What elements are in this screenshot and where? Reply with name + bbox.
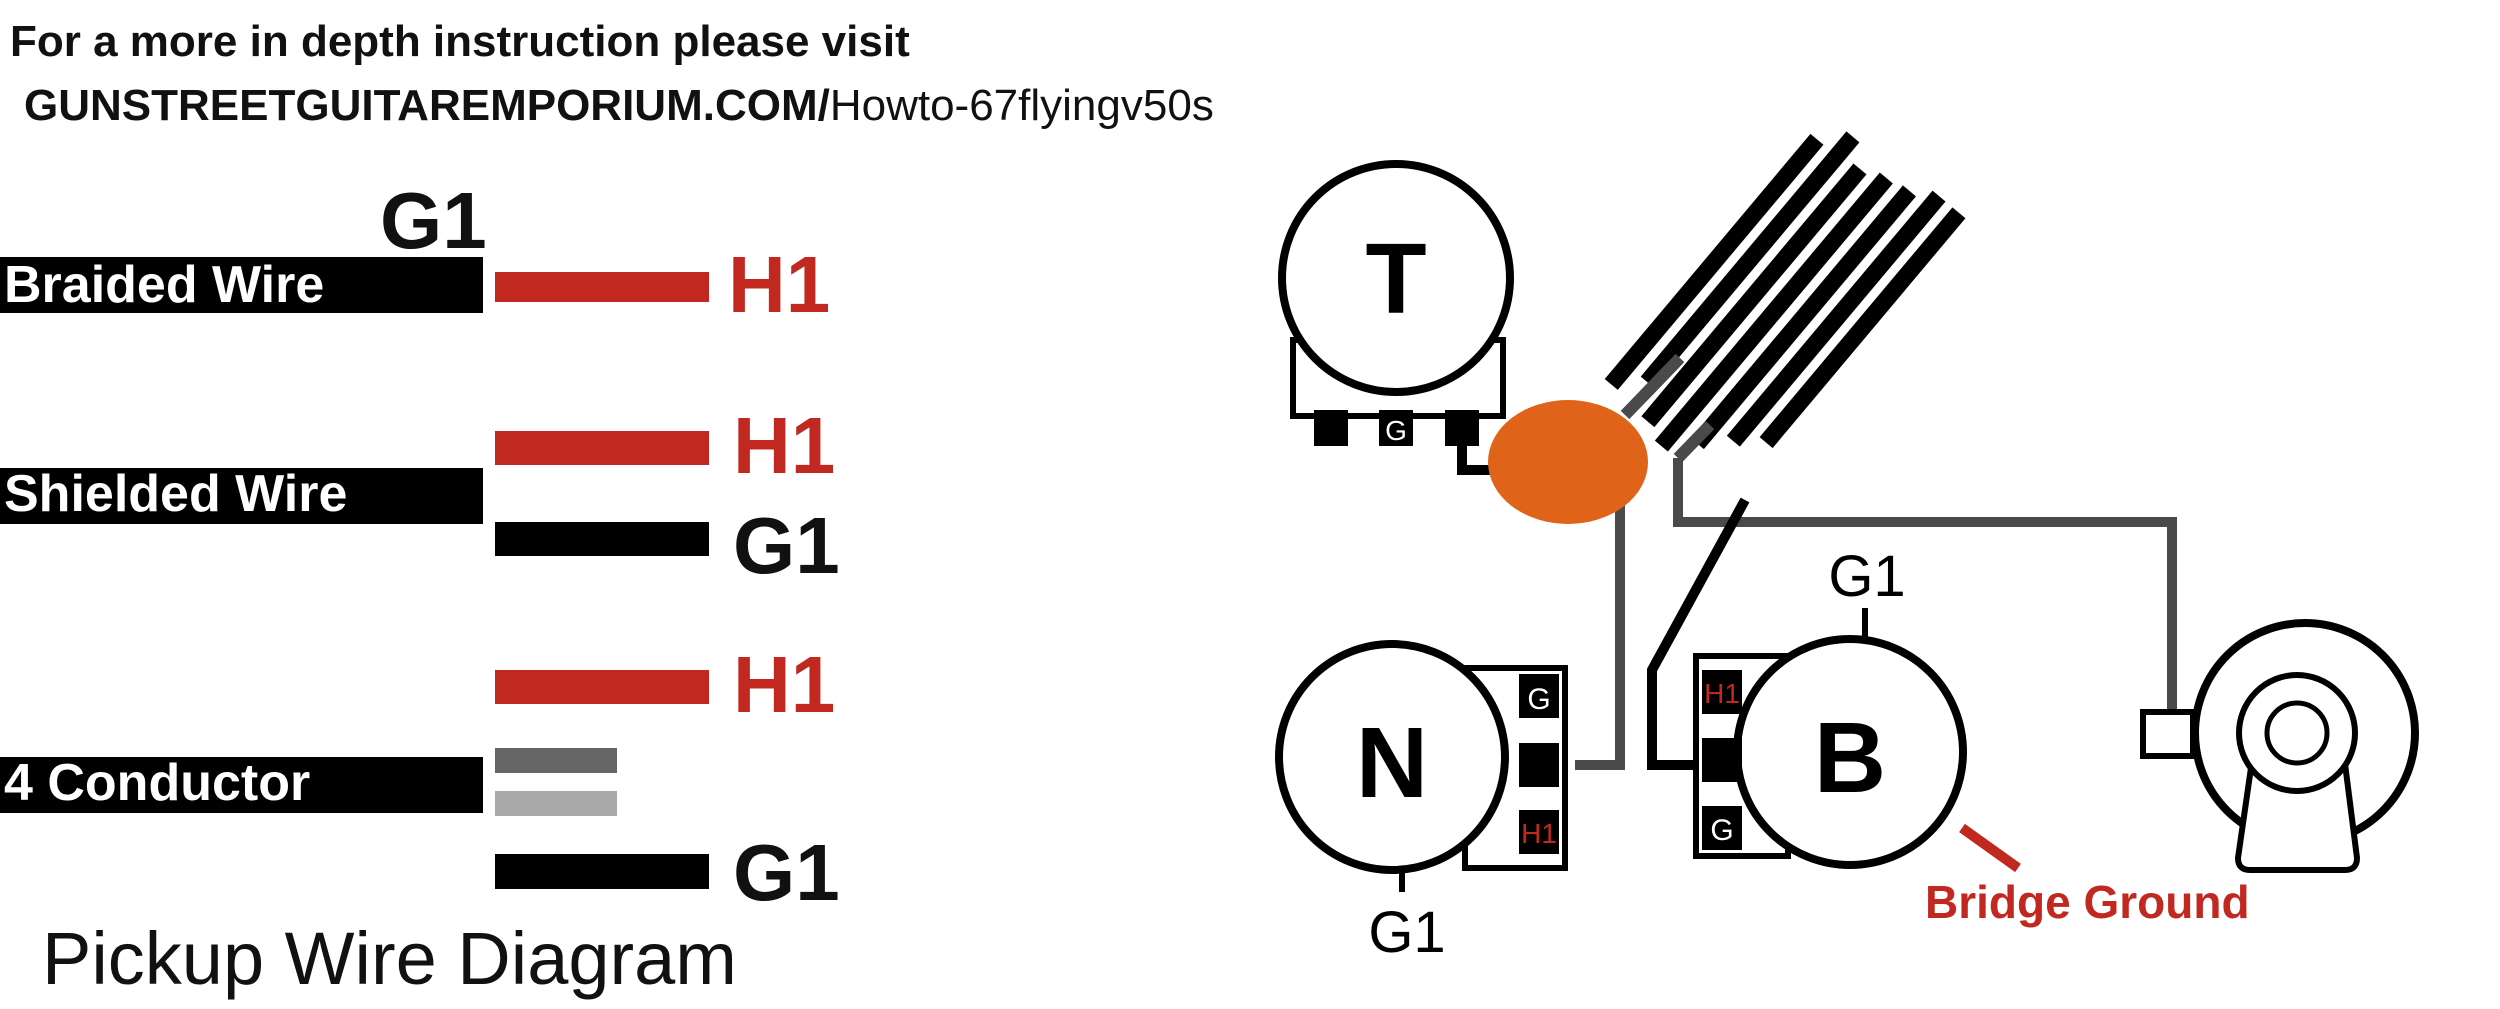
bridge-hot-wire xyxy=(1647,497,1750,770)
header-line: For a more in depth instruction please v… xyxy=(10,17,910,66)
wire-legend: G1 Braided Wire H1 Shielded Wire H1 G1 H… xyxy=(0,176,840,1000)
neck-ground-lug xyxy=(1519,674,1559,718)
wire-name: 4 Conductor xyxy=(4,754,310,812)
hot-wire xyxy=(495,670,709,704)
tone-pot-label: T xyxy=(1365,223,1426,335)
bridge-pickup: B H1 G G1 xyxy=(1693,544,1967,869)
ground-wire xyxy=(495,522,709,556)
ground-label: G1 xyxy=(733,828,840,917)
conductor-dark xyxy=(495,748,617,773)
bridge-hot-lug-label: H1 xyxy=(1704,678,1740,709)
capacitor-stripe xyxy=(1759,207,1966,449)
hot-wire xyxy=(495,431,709,465)
pot-knob xyxy=(1278,160,1514,396)
neck-center-lug xyxy=(1519,743,1559,787)
pot-lug-ground xyxy=(1379,410,1413,446)
pot-lug-ground-label: G xyxy=(1385,415,1407,446)
legend-ground-label: G1 xyxy=(380,176,487,265)
header-url-site: GUNSTREETGUITAREMPORIUM.COM/ xyxy=(24,81,830,130)
output-jack-wire xyxy=(1673,458,2177,722)
bridge-ground-label: Bridge Ground xyxy=(1925,876,2250,928)
header-url-path: Howto-67flyingv50s xyxy=(830,81,1214,130)
diagram-title: Pickup Wire Diagram xyxy=(42,917,737,1000)
capacitor-lead xyxy=(1673,420,1715,463)
bridge-pickup-label: B xyxy=(1814,702,1886,814)
pot-lug-left xyxy=(1314,410,1348,446)
wire-jacket xyxy=(0,757,483,813)
bridge-hot-lug xyxy=(1702,670,1742,714)
pot-lug-right xyxy=(1445,410,1479,446)
bridge-ground-wire xyxy=(1959,823,2021,873)
neck-pickup: N G H1 G1 xyxy=(1275,640,1568,965)
output-jack xyxy=(2140,619,2419,873)
bridge-ground-lug xyxy=(1702,806,1742,850)
wire-jacket xyxy=(0,257,483,313)
wire-name: Shielded Wire xyxy=(4,465,347,523)
neck-pickup-label: N xyxy=(1356,707,1428,819)
ground-wire xyxy=(495,854,709,889)
legend-row-shielded: Shielded Wire H1 G1 xyxy=(0,401,840,590)
capacitor-stripe xyxy=(1640,131,1860,388)
ground-label: G1 xyxy=(733,501,840,590)
neck-hot-lug-label: H1 xyxy=(1521,818,1557,849)
jack-hole xyxy=(2264,700,2330,766)
hot-wire xyxy=(495,272,709,302)
legend-row-braided: Braided Wire H1 xyxy=(0,240,830,329)
conductor-light xyxy=(495,791,617,816)
jack-lug xyxy=(2140,709,2196,759)
tone-pot: T G xyxy=(1278,160,1514,446)
solder-joint xyxy=(1488,400,1648,524)
neck-hot-lug xyxy=(1519,810,1559,854)
hot-label: H1 xyxy=(733,640,835,729)
capacitor-stripe xyxy=(1690,185,1916,450)
capacitor-lead xyxy=(1620,353,1685,420)
tone-capacitor xyxy=(1604,131,1966,463)
bridge-ground-wire-label: G1 xyxy=(1828,544,1905,609)
neck-ground-lug-label: G xyxy=(1527,683,1550,716)
bridge-center-lug xyxy=(1702,738,1742,782)
capacitor-stripe xyxy=(1654,172,1893,452)
capacitor-stripe xyxy=(1641,163,1867,428)
bridge-ground-lug-label: G xyxy=(1710,814,1733,847)
neck-ground-wire xyxy=(1575,500,1625,770)
hot-label: H1 xyxy=(733,401,835,490)
capacitor-stripe xyxy=(1726,190,1946,447)
hot-label: H1 xyxy=(728,240,830,329)
wire-jacket xyxy=(0,468,483,524)
wire-name: Braided Wire xyxy=(4,256,324,314)
wires xyxy=(1457,445,2177,873)
neck-ground-wire-label: G1 xyxy=(1368,900,1445,965)
pickup-body xyxy=(1275,640,1509,874)
legend-row-4-conductor: H1 4 Conductor G1 xyxy=(0,640,840,917)
capacitor-stripe xyxy=(1604,133,1824,390)
header-url: GUNSTREETGUITAREMPORIUM.COM/Howto-67flyi… xyxy=(24,81,1214,130)
tone-lug-wire xyxy=(1457,445,1500,475)
